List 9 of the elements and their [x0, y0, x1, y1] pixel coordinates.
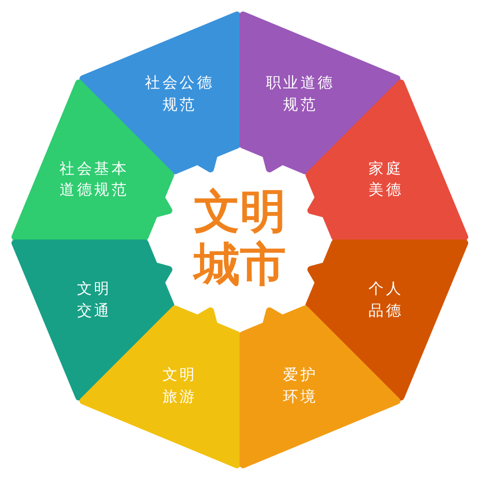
- segment-label: 社会公德规范: [145, 72, 214, 116]
- segment-label: 社会基本道德规范: [60, 158, 129, 201]
- segment-label: 文明旅游: [162, 364, 197, 407]
- segment-label: 文明交通: [76, 278, 112, 322]
- segment-label: 爱护环境: [283, 364, 318, 407]
- center-title: 文明城市: [192, 185, 287, 291]
- segment-label: 个人品德: [368, 278, 404, 322]
- segment-label: 家庭美德: [368, 158, 404, 201]
- segment-label: 职业道德规范: [266, 72, 335, 116]
